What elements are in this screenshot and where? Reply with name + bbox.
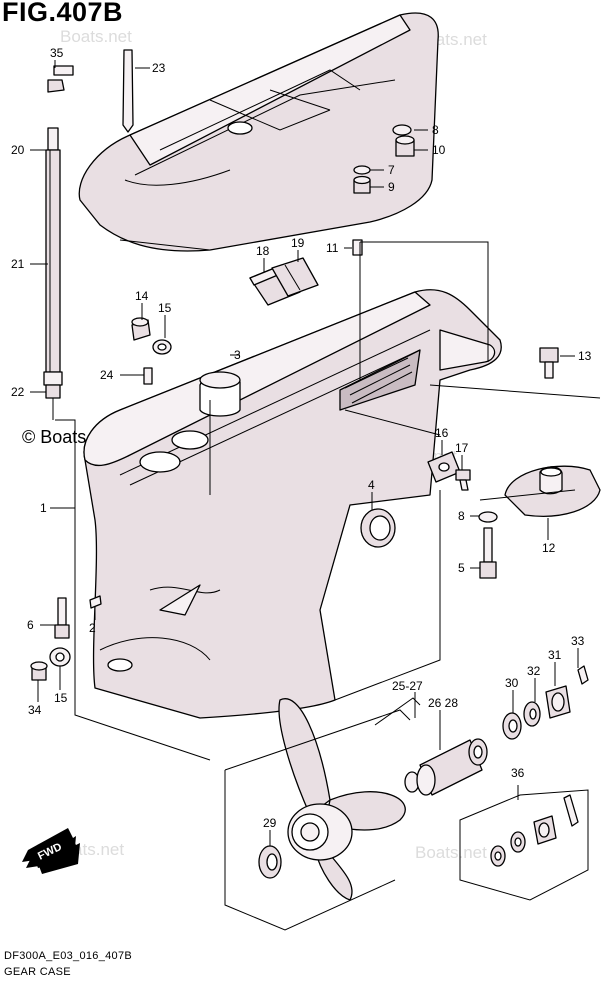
callout-3: 3 — [234, 348, 241, 362]
bolt-35 — [47, 65, 74, 93]
leader-lines — [30, 60, 579, 846]
model-code: DF300A_E03_016_407B — [4, 950, 133, 962]
callout-22: 22 — [11, 385, 25, 399]
callout-29: 29 — [263, 816, 277, 830]
washer-7 — [353, 165, 371, 175]
callout-9: 9 — [388, 180, 395, 194]
washer-30 — [502, 712, 522, 740]
callout-labels: 35 23 20 8 10 7 9 21 18 19 11 14 15 3 13… — [11, 46, 592, 830]
anode-19 — [271, 257, 319, 297]
bolt-17 — [455, 469, 471, 491]
callout-10: 10 — [432, 143, 446, 157]
pin-2 — [89, 595, 102, 609]
callout-36: 36 — [511, 766, 525, 780]
nut-10 — [395, 135, 415, 157]
callout-14: 14 — [135, 289, 149, 303]
bushing-set-25-28 — [404, 738, 488, 796]
callout-30: 30 — [505, 676, 519, 690]
callout-24: 24 — [100, 368, 114, 382]
drive-shaft-21 — [43, 127, 63, 420]
callout-8: 8 — [432, 123, 439, 137]
callout-11: 11 — [326, 241, 339, 255]
washer-8b — [478, 511, 498, 523]
oil-seal-4 — [360, 508, 396, 548]
callout-21: 21 — [11, 257, 25, 271]
reference-frames — [55, 241, 601, 931]
cotter-pin-33 — [577, 665, 589, 685]
callout-12: 12 — [542, 541, 556, 555]
figure-title: FIG.407B — [2, 0, 124, 27]
callout-15-lower: 15 — [54, 691, 68, 705]
callout-17: 17 — [455, 441, 469, 455]
castle-nut-31 — [545, 685, 571, 719]
callout-15: 15 — [158, 301, 172, 315]
callout-23: 23 — [152, 61, 166, 75]
dowel-pin-24 — [143, 367, 153, 385]
callout-26-28: 26 28 — [428, 696, 458, 710]
callout-34: 34 — [28, 703, 42, 717]
washer-8 — [392, 124, 412, 136]
callout-16: 16 — [435, 426, 449, 440]
trim-tab-12 — [504, 465, 601, 517]
washer-32 — [523, 701, 541, 727]
kit-36 — [490, 794, 579, 867]
watermark: Boats.net — [415, 843, 487, 862]
callout-5: 5 — [458, 561, 465, 575]
callout-13: 13 — [578, 349, 592, 363]
callout-19: 19 — [291, 236, 305, 250]
callout-32: 32 — [527, 664, 541, 678]
callout-7: 7 — [388, 163, 395, 177]
callout-2: 2 — [89, 621, 96, 635]
callout-31: 31 — [548, 648, 562, 662]
tie-strap-23 — [122, 49, 134, 133]
thrust-washer-29 — [258, 845, 282, 879]
fwd-arrow-icon: FWD — [22, 828, 80, 874]
callout-4: 4 — [368, 478, 375, 492]
bolt-5 — [479, 527, 497, 579]
watermark: Boats.net — [60, 27, 132, 46]
propeller — [278, 698, 406, 901]
callout-8-lower: 8 — [458, 509, 465, 523]
callout-20: 20 — [11, 143, 25, 157]
anode-16 — [427, 451, 461, 483]
figure-caption: GEAR CASE — [4, 966, 71, 978]
callout-35: 35 — [50, 46, 64, 60]
gear-case-housing — [83, 289, 502, 719]
nut-9 — [353, 175, 371, 194]
plug-14 — [131, 317, 151, 341]
callout-6: 6 — [27, 618, 34, 632]
callout-33: 33 — [571, 634, 585, 648]
bolt-6 — [54, 597, 70, 639]
callout-18: 18 — [256, 244, 270, 258]
bolt-13 — [539, 347, 559, 379]
drain-plug-34 — [30, 661, 48, 681]
callout-1: 1 — [40, 501, 47, 515]
upper-cover — [78, 12, 439, 252]
callout-25-27: 25-27 — [392, 679, 423, 693]
